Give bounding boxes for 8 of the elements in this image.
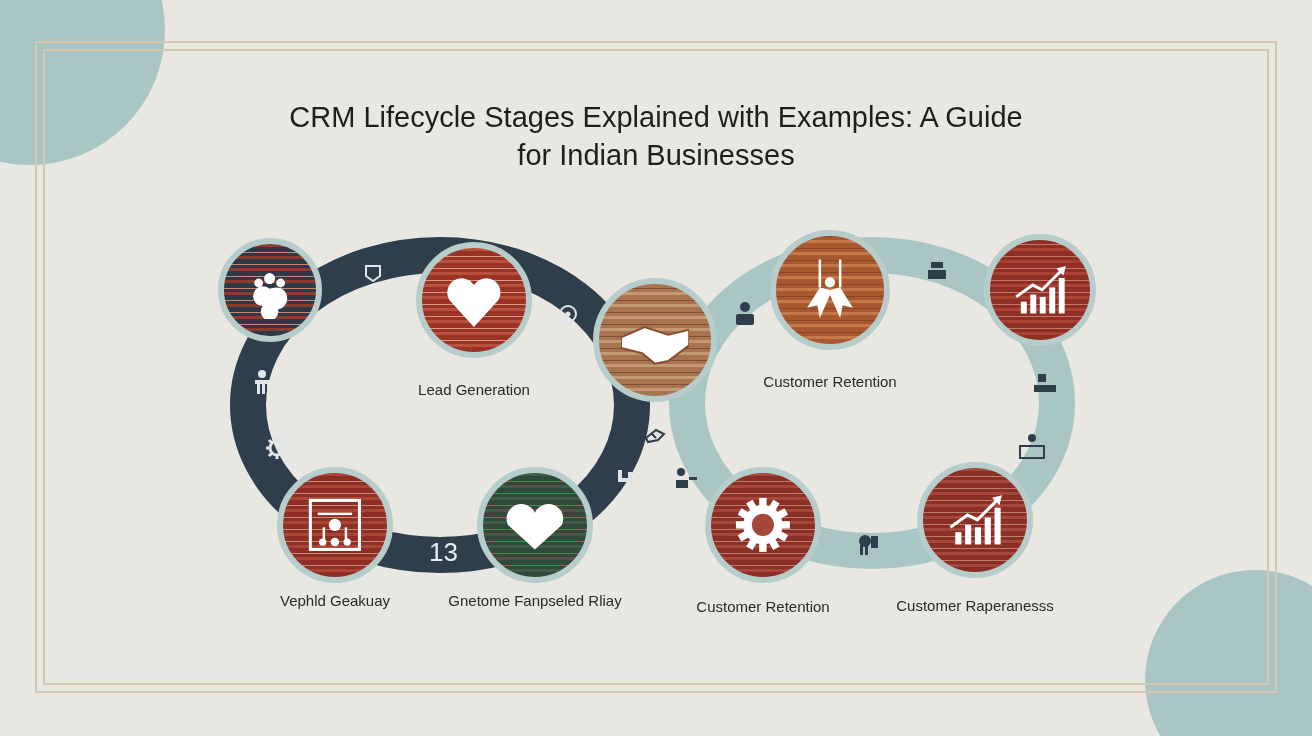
title: CRM Lifecycle Stages Explained with Examples: A Guide for Indian Businesses <box>288 100 1024 173</box>
band-number: 13 <box>429 538 458 566</box>
stage-label: Customer Retention <box>695 597 831 617</box>
stage-label: Customer Retention <box>762 372 898 392</box>
stage-label: Customer Raperanesss <box>895 596 1055 616</box>
stage-label: Gnetome Fanpseled Rliay <box>447 591 623 611</box>
stage-label: Vephld Geakuay <box>278 591 392 611</box>
stage-label: Lead Generation <box>417 380 531 400</box>
